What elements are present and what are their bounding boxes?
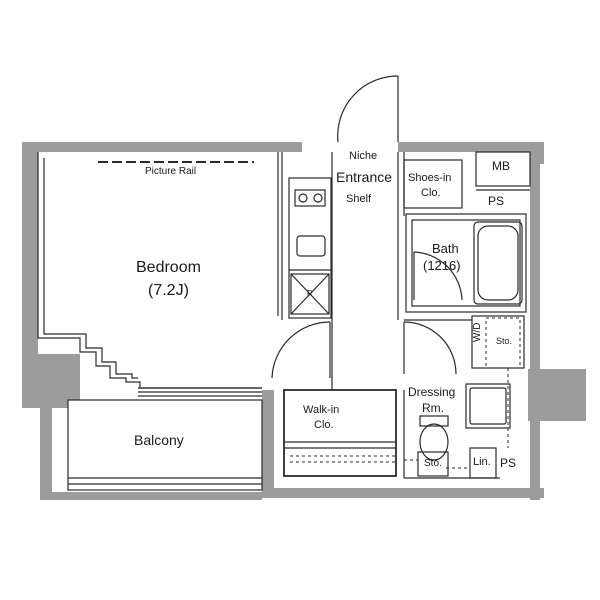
- walk-in-clo-label: Clo.: [314, 419, 334, 431]
- wd-label: W/D: [472, 322, 483, 342]
- dressing-rm-label: Rm.: [422, 401, 444, 415]
- mb-label: MB: [492, 159, 510, 173]
- lin-label: Lin.: [473, 456, 491, 468]
- entrance-label: Entrance: [336, 169, 393, 185]
- shelf-label: Shelf: [346, 193, 372, 205]
- bedroom-label: Bedroom: [136, 259, 201, 276]
- bath-label: Bath: [432, 241, 459, 256]
- bedroom-size: (7.2J): [148, 282, 189, 299]
- balcony-label: Balcony: [134, 432, 184, 448]
- fridge-label: R: [307, 289, 313, 298]
- dressing-label: Dressing: [408, 385, 456, 399]
- shoes-in-clo-label: Clo.: [421, 187, 441, 199]
- picture-rail-label: Picture Rail: [145, 166, 197, 177]
- walk-in-label: Walk-in: [303, 404, 340, 416]
- niche-label: Niche: [349, 150, 378, 162]
- shoes-in-label: Shoes-in: [408, 172, 452, 184]
- ps-top-label: PS: [488, 194, 505, 208]
- ps-bottom-label: PS: [500, 456, 517, 470]
- interior-walls: [37, 151, 531, 491]
- bath-size-label: (1216): [423, 258, 461, 273]
- sto-label-2: Sto.: [424, 458, 442, 469]
- doors: [271, 75, 463, 379]
- sto-label-1: Sto.: [496, 336, 513, 346]
- exterior-walls: [22, 142, 586, 500]
- dashed-lines: [98, 161, 521, 469]
